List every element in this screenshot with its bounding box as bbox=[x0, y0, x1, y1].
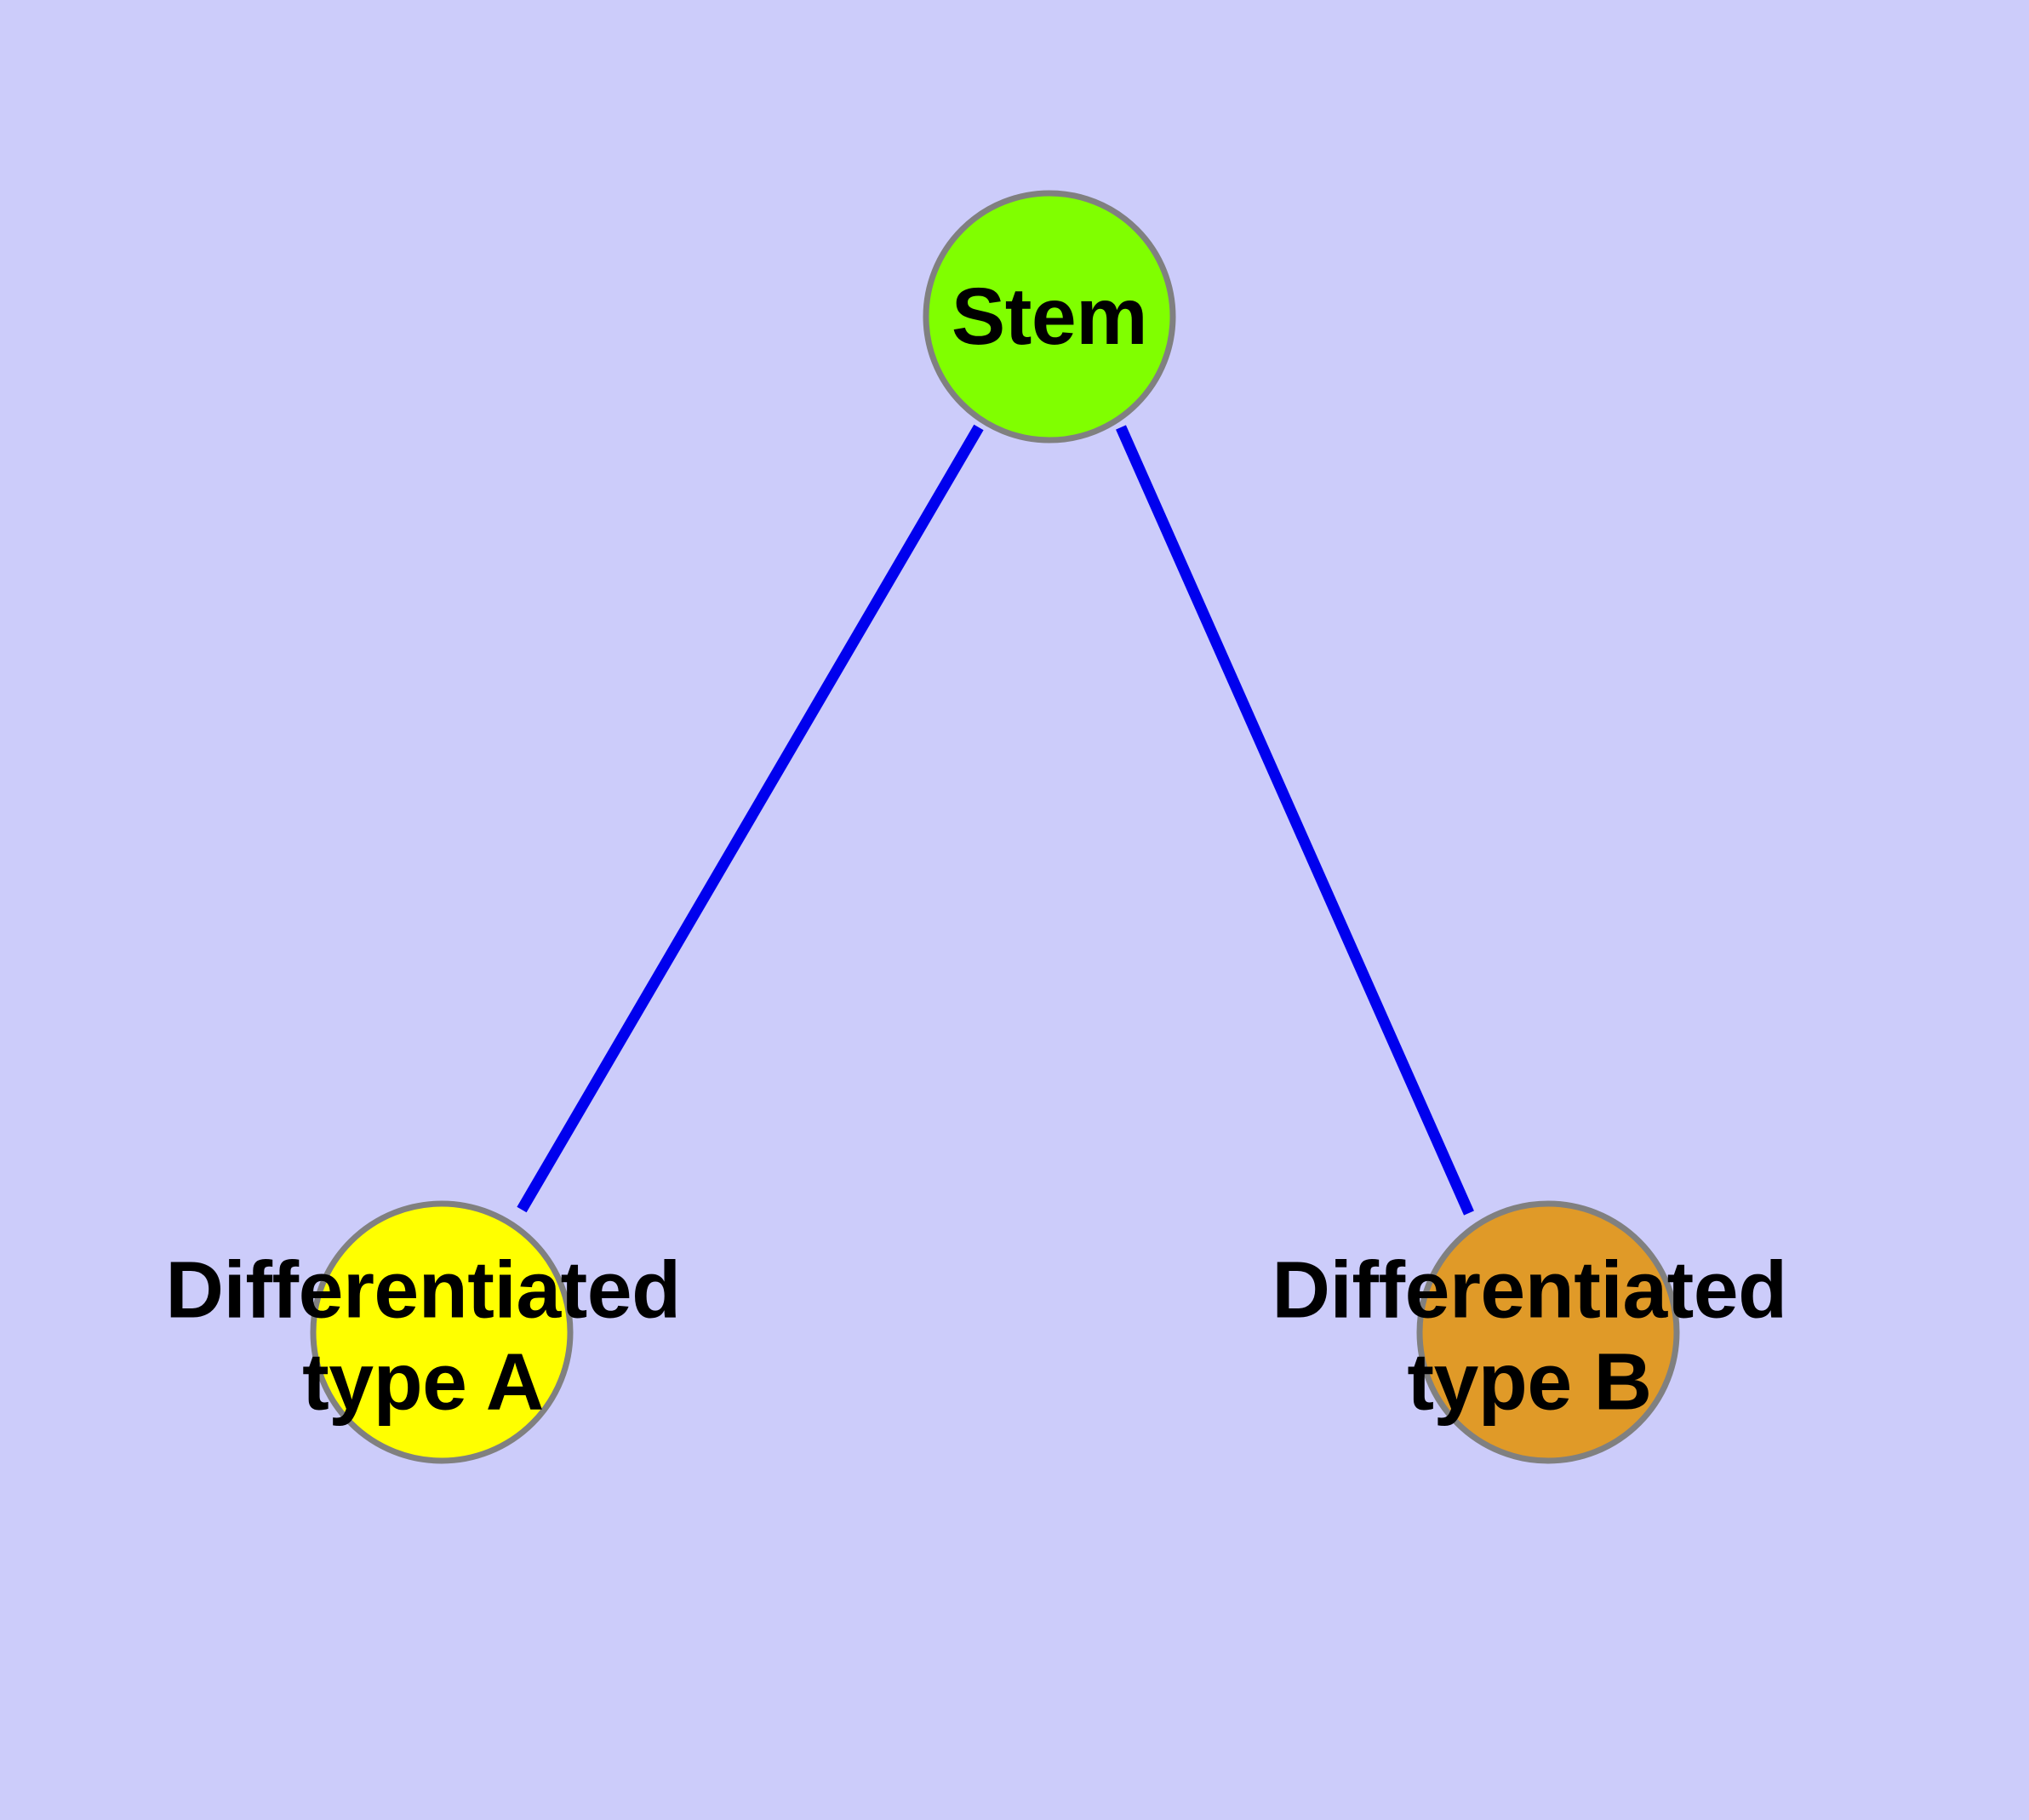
node-layer bbox=[310, 190, 1680, 1464]
graph-node-diff-a[interactable] bbox=[310, 1200, 574, 1464]
graph-edge-stem-to-diff-b[interactable] bbox=[1116, 425, 1474, 1216]
graph-node-diff-b[interactable] bbox=[1416, 1200, 1680, 1464]
edge-layer bbox=[517, 424, 1474, 1216]
graph-edge-stem-to-diff-a[interactable] bbox=[517, 424, 984, 1213]
graph-node-stem[interactable] bbox=[923, 190, 1176, 444]
